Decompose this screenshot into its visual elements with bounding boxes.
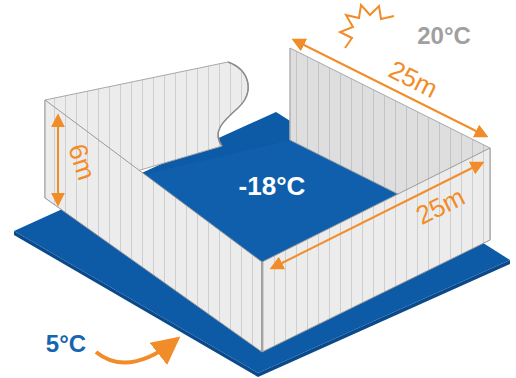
- ground-temperature: 5°C: [46, 332, 86, 356]
- sun-icon: [340, 5, 394, 48]
- back-corner: [290, 48, 291, 140]
- room-temperature: -18°C: [239, 173, 306, 199]
- height-dimension: [57, 116, 59, 204]
- width-label: 25m: [412, 183, 469, 229]
- ground-heat-arrow: [96, 340, 176, 363]
- cutaway-edge: [218, 62, 248, 146]
- height-label: 6m: [64, 141, 100, 183]
- front-corner: [261, 262, 263, 352]
- front-left-wall: [45, 100, 262, 352]
- length-label: 25m: [385, 56, 442, 102]
- length-dimension: [294, 40, 486, 136]
- ambient-temperature: 20°C: [417, 24, 471, 48]
